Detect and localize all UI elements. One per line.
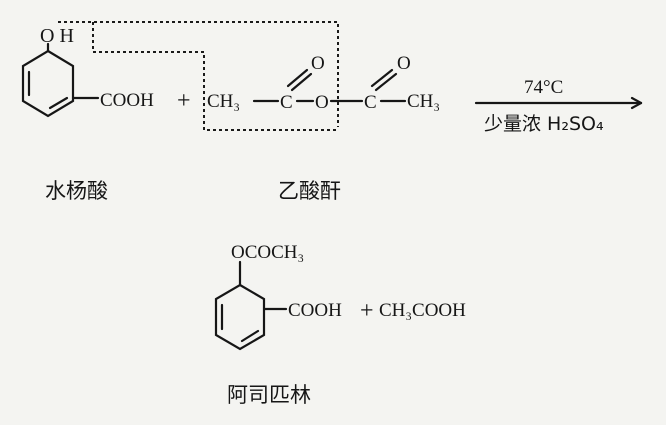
methyl-left-label: CH₃ xyxy=(207,91,240,112)
bond-c-o-double-left-a xyxy=(286,68,309,88)
hydroxyl-label: O H xyxy=(40,25,74,47)
temperature-label: 74°C xyxy=(524,77,563,98)
carbonyl-oxygen-left: O xyxy=(311,53,325,74)
reaction-arrow-group: 74°C 少量浓 H₂SO₄ xyxy=(474,77,643,135)
methyl-right-label: CH₃ xyxy=(407,91,440,112)
salicylic-acid-structure: O H COOH xyxy=(21,25,154,118)
benzene-ring-2 xyxy=(214,283,266,351)
reacting-h-box xyxy=(58,21,339,127)
aspirin-name: 阿司匹林 xyxy=(227,383,311,407)
bond-c-o-double-left-b xyxy=(290,72,313,92)
acetoxy-label: OCOCH₃ xyxy=(231,242,304,263)
carbonyl-oxygen-right: O xyxy=(397,53,411,74)
bridge-oxygen: O xyxy=(315,92,329,113)
carbonyl-carbon-left: C xyxy=(280,92,293,113)
double-bond-1b xyxy=(48,96,69,110)
bond-c-o-double-right-b xyxy=(374,72,398,92)
plus-sign-2: + xyxy=(360,298,374,324)
bond-c-o-double-right-a xyxy=(370,68,394,88)
acetic-anhydride-structure: CH₃ C O O C O CH₃ xyxy=(207,53,440,113)
acetic-acid-label: CH₃COOH xyxy=(379,300,466,321)
carboxyl-label-2: COOH xyxy=(288,300,342,321)
carboxyl-label-1: COOH xyxy=(100,90,154,111)
reacting-acetyl-box xyxy=(92,22,338,131)
carbonyl-carbon-right: C xyxy=(364,92,377,113)
salicylic-acid-name: 水杨酸 xyxy=(45,179,108,203)
catalyst-label: 少量浓 H₂SO₄ xyxy=(484,113,604,135)
benzene-ring-1 xyxy=(21,49,75,118)
plus-sign-1: + xyxy=(177,88,191,114)
aspirin-structure: OCOCH₃ COOH xyxy=(214,242,342,351)
acetic-anhydride-name: 乙酸酐 xyxy=(278,179,341,203)
arrow-head-top xyxy=(630,96,643,105)
double-bond-2b xyxy=(240,329,260,343)
arrow-head-bottom xyxy=(630,101,643,110)
